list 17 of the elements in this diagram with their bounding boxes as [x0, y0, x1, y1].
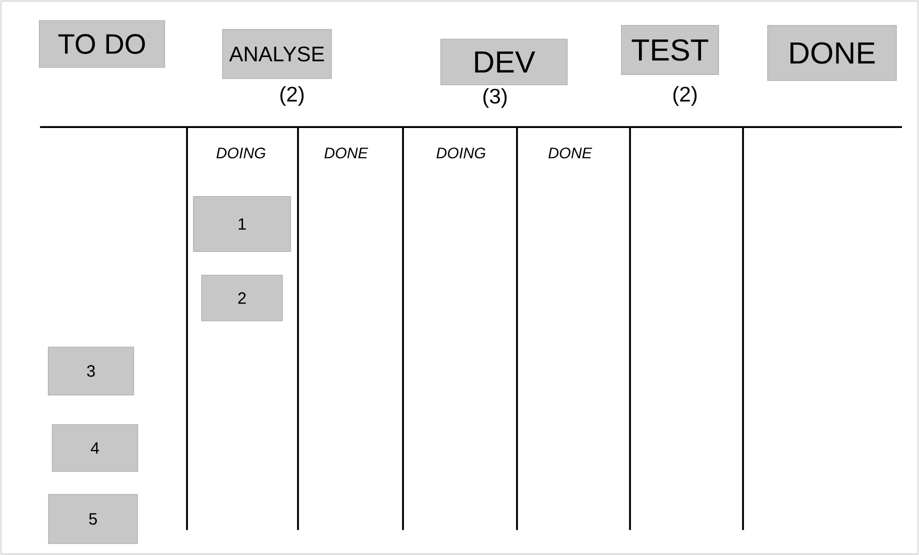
- header-note: DONE: [767, 25, 897, 81]
- wip-limit: (3): [483, 88, 507, 108]
- task-card: 1: [193, 196, 291, 252]
- task-card: 5: [48, 494, 138, 544]
- column-heading: DONE: [324, 148, 368, 158]
- column-heading: DONE: [548, 148, 592, 158]
- header-note: ANALYSE: [222, 29, 332, 79]
- header-note: TEST: [621, 25, 719, 75]
- wip-limit: (2): [673, 86, 697, 106]
- task-card: 3: [48, 346, 134, 396]
- column-heading: DOING: [436, 148, 486, 158]
- task-card: 4: [52, 424, 138, 472]
- header-note: TO DO: [39, 20, 165, 68]
- task-card: 2: [201, 274, 283, 322]
- column-heading: DOING: [216, 148, 266, 158]
- header-note: DEV: [440, 38, 568, 86]
- wip-limit: (2): [280, 86, 304, 106]
